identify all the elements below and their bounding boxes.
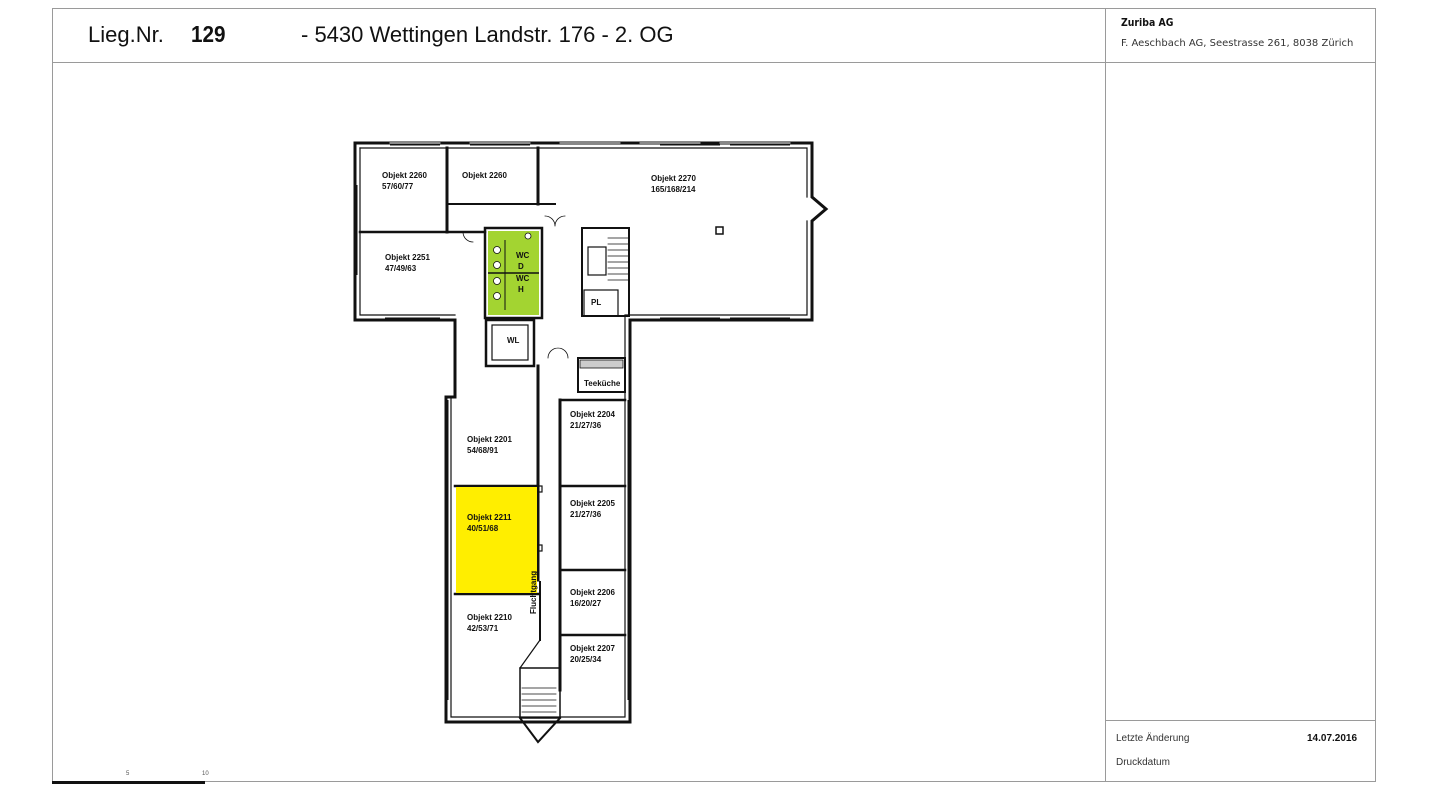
property-number: 129 (191, 21, 226, 47)
highlighted-room-2211 (456, 487, 537, 593)
property-address: - 5430 Wettingen Landstr. 176 - 2. OG (301, 22, 674, 47)
date-block: Letzte Änderung 14.07.2016 Druckdatum (1106, 720, 1376, 782)
wc-d-label: WC (516, 251, 530, 260)
scale-bar: 5 10 (52, 766, 212, 786)
scale-tick-5: 5 (126, 771, 130, 777)
print-date-label: Druckdatum (1116, 757, 1170, 768)
scale-tick-10: 10 (202, 771, 209, 777)
info-panel: Zuriba AG F. Aeschbach AG, Seestrasse 26… (1105, 8, 1376, 782)
wl-label: WL (507, 336, 520, 345)
title-bar: Lieg.Nr. 129 - 5430 Wettingen Landstr. 1… (52, 8, 1106, 63)
drawing-frame (52, 8, 1376, 782)
pl-label: PL (591, 298, 602, 307)
company-block: Zuriba AG F. Aeschbach AG, Seestrasse 26… (1106, 8, 1376, 63)
scale-line (52, 781, 205, 784)
last-change-label: Letzte Änderung (1116, 733, 1190, 744)
wc-d-sub: D (518, 262, 524, 271)
company-address: F. Aeschbach AG, Seestrasse 261, 8038 Zü… (1121, 38, 1354, 49)
wc-h-sub: H (518, 285, 524, 294)
wc-h-label: WC (516, 274, 530, 283)
teekueche-label: Teeküche (584, 379, 621, 388)
fluchtgang-label: Fluchtgang (529, 570, 538, 614)
last-change-date: 14.07.2016 (1307, 733, 1358, 744)
room-2260-b[interactable]: Objekt 2260 (462, 171, 507, 180)
property-number-label: Lieg.Nr. (88, 22, 164, 47)
company-name: Zuriba AG (1121, 16, 1174, 29)
